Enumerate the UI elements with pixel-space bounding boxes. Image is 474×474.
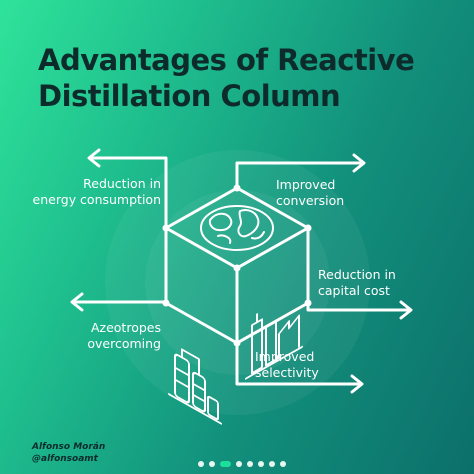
arrowhead-conversion	[352, 153, 366, 173]
pagination-dot[interactable]	[209, 461, 215, 467]
connector-capital	[306, 228, 412, 312]
title-line-1: Advantages of Reactive	[38, 43, 415, 77]
advantage-energy-consumption: Reduction in energy consumption	[32, 176, 161, 207]
pagination-dot[interactable]	[198, 461, 204, 467]
cube-vertices	[162, 184, 312, 347]
connector-energy	[88, 156, 168, 232]
earth-icon	[200, 205, 274, 251]
pagination-dots	[198, 460, 286, 468]
author-credit: Alfonso Morán @alfonsoamt	[32, 441, 105, 465]
arrowhead-capital	[399, 300, 413, 320]
connector-conversion	[235, 161, 365, 190]
pagination-dot[interactable]	[269, 461, 275, 467]
distillation-plant-icon	[168, 348, 222, 425]
advantage-selectivity: Improved selectivity	[255, 349, 319, 380]
pagination-dot[interactable]	[236, 461, 242, 467]
pagination-dot[interactable]	[258, 461, 264, 467]
author-name: Alfonso Morán	[32, 442, 106, 452]
arrowhead-azeotropes	[70, 292, 84, 312]
title-line-2: Distillation Column	[38, 79, 341, 113]
advantage-capital-cost: Reduction in capital cost	[318, 267, 396, 298]
page-title: Advantages of Reactive Distillation Colu…	[38, 42, 415, 114]
advantage-azeotropes: Azeotropes overcoming	[87, 320, 161, 351]
pagination-dot[interactable]	[247, 461, 253, 467]
arrowhead-energy	[87, 148, 101, 168]
author-handle: @alfonsoamt	[32, 454, 98, 464]
arrowhead-selectivity	[350, 374, 364, 394]
pagination-dot[interactable]	[280, 461, 286, 467]
pagination-dot-active[interactable]	[220, 461, 231, 467]
connector-selectivity	[235, 341, 363, 386]
factory-icon	[245, 313, 303, 380]
advantage-conversion: Improved conversion	[276, 177, 345, 208]
